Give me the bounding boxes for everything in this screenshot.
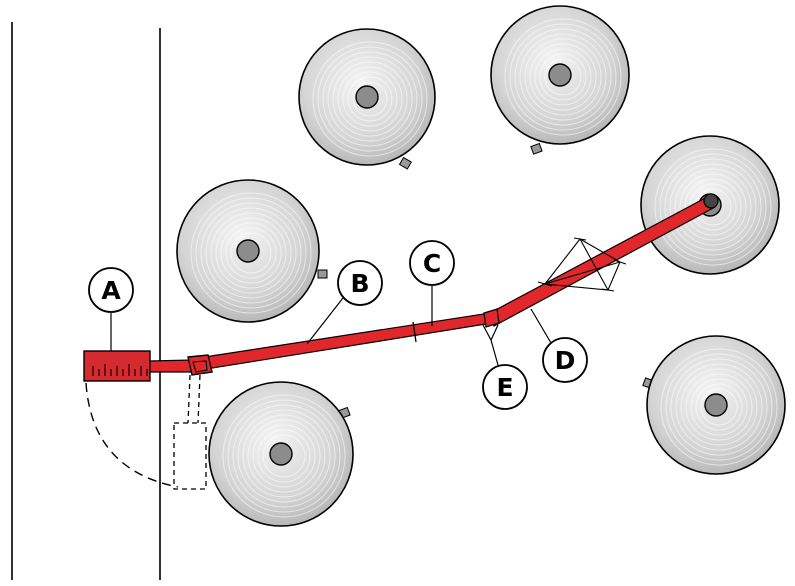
pulley bbox=[176, 179, 328, 323]
bracket-ghost bbox=[173, 374, 207, 490]
tape-measure bbox=[83, 350, 151, 382]
tape-blade bbox=[149, 359, 193, 373]
svg-text:D: D bbox=[555, 346, 576, 375]
wall-bracket bbox=[187, 354, 213, 376]
leader-lines bbox=[110, 286, 552, 366]
callout-e: E bbox=[482, 364, 528, 410]
pulley bbox=[642, 335, 786, 475]
pulley bbox=[298, 28, 436, 170]
svg-text:B: B bbox=[350, 269, 369, 298]
callout-c: C bbox=[409, 240, 455, 286]
pulley-hub bbox=[704, 393, 728, 417]
callout-d: D bbox=[542, 337, 588, 383]
svg-text:C: C bbox=[423, 249, 441, 278]
belt-clip bbox=[483, 308, 500, 328]
callout-a: A bbox=[88, 267, 134, 313]
sight-diamond bbox=[537, 237, 627, 292]
svg-text:E: E bbox=[496, 373, 513, 402]
tape-swing-arc bbox=[85, 382, 179, 488]
pulley-hook bbox=[703, 193, 719, 209]
pulley-hub bbox=[355, 85, 379, 109]
svg-text:A: A bbox=[101, 276, 121, 305]
clip-leg bbox=[482, 324, 499, 342]
pulley-hub bbox=[269, 442, 293, 466]
pulley bbox=[490, 5, 630, 155]
pulley bbox=[208, 381, 354, 527]
callout-b: B bbox=[337, 260, 383, 306]
pulley-hub bbox=[236, 239, 260, 263]
pulley-hub bbox=[548, 63, 572, 87]
belt-tick-c bbox=[412, 321, 417, 343]
